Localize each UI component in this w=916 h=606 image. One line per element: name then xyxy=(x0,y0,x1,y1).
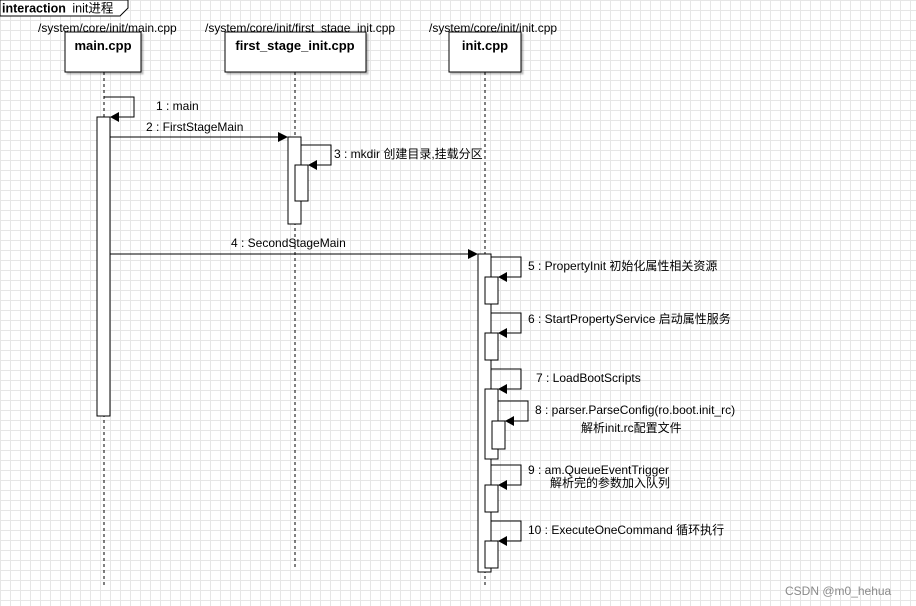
watermark: CSDN @m0_hehua xyxy=(785,584,892,598)
message-2-label: 2 : FirstStageMain xyxy=(146,120,243,134)
message-2 xyxy=(110,132,288,142)
activation-start-property-service xyxy=(484,332,499,361)
message-8-label-line2: 解析init.rc配置文件 xyxy=(581,420,682,435)
message-9 xyxy=(491,464,522,490)
activation-main xyxy=(96,116,111,417)
message-7 xyxy=(491,368,522,394)
frame-name: init进程 xyxy=(72,1,113,16)
frame-keyword: interaction xyxy=(2,2,66,16)
message-4 xyxy=(110,249,478,259)
message-3-label: 3 : mkdir 创建目录,挂载分区 xyxy=(334,147,483,161)
activation-property-init xyxy=(484,276,499,305)
message-8-label: 8 : parser.ParseConfig(ro.boot.init_rc) xyxy=(535,403,735,417)
lifeline-head-init: init.cpp xyxy=(448,31,522,73)
message-8 xyxy=(498,400,529,426)
message-9-label-line2: 解析完的参数加入队列 xyxy=(550,475,670,490)
message-1 xyxy=(104,96,135,122)
svg-text:interaction init进程: interaction init进程 xyxy=(2,1,114,16)
message-7-label: 7 : LoadBootScripts xyxy=(536,371,641,385)
message-5 xyxy=(491,256,522,282)
lifeline-name-first-stage: first_stage_init.cpp xyxy=(235,38,354,53)
lifeline-head-main: main.cpp xyxy=(64,31,142,73)
frame-tab: interaction init进程 xyxy=(0,0,129,17)
message-1-label: 1 : main xyxy=(156,99,199,113)
activation-mkdir xyxy=(294,164,309,202)
message-6 xyxy=(491,312,522,338)
message-10-label: 10 : ExecuteOneCommand 循环执行 xyxy=(528,523,724,537)
activation-parse-config xyxy=(491,420,506,450)
message-9-label: 9 : am.QueueEventTrigger xyxy=(528,463,669,477)
message-6-label: 6 : StartPropertyService 启动属性服务 xyxy=(528,311,731,326)
activation-execute-one-command xyxy=(484,540,499,569)
message-3 xyxy=(301,144,332,170)
activation-queue-event-trigger xyxy=(484,484,499,513)
message-5-label: 5 : PropertyInit 初始化属性相关资源 xyxy=(528,259,717,273)
message-10 xyxy=(491,520,522,546)
message-4-label: 4 : SecondStageMain xyxy=(231,236,346,250)
lifeline-head-first-stage: first_stage_init.cpp xyxy=(224,31,367,73)
lifeline-name-init: init.cpp xyxy=(462,38,508,53)
lifeline-name-main: main.cpp xyxy=(74,38,131,53)
